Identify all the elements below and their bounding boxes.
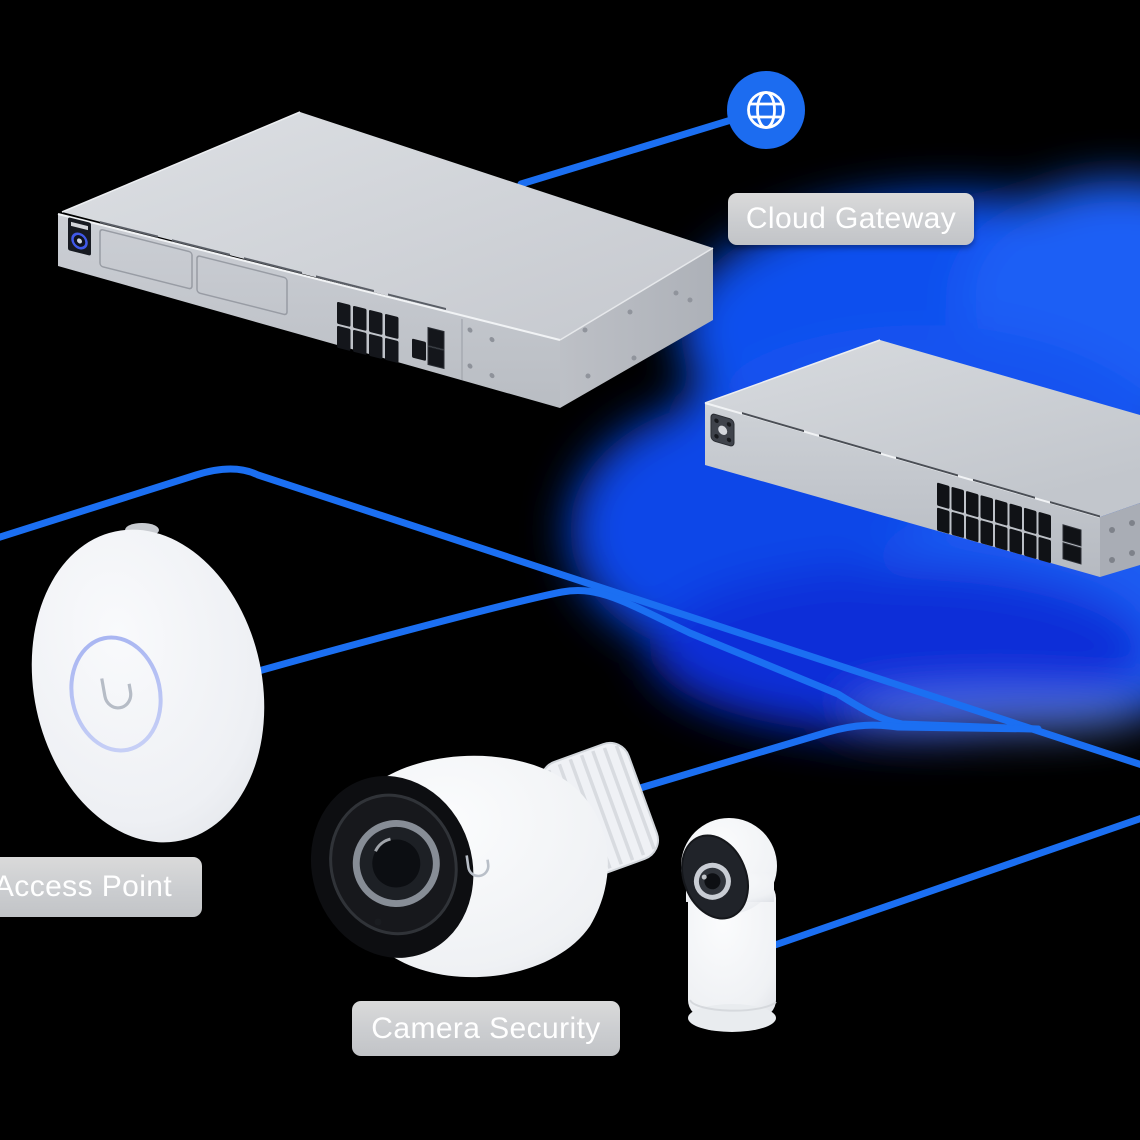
access-point-led-ring bbox=[69, 635, 163, 753]
cable-flex-camera-right-edge bbox=[768, 814, 1140, 950]
cable-left-to-right-edge bbox=[0, 465, 1140, 769]
cable-internet-gateway bbox=[517, 113, 745, 188]
switch-sfp-ports bbox=[1062, 524, 1082, 565]
cable-bullet-camera-switch bbox=[606, 721, 1042, 801]
cloud-gateway-label-text: Cloud Gateway bbox=[745, 202, 957, 235]
internet-globe-icon bbox=[727, 71, 805, 149]
flex-camera-device bbox=[681, 818, 777, 1032]
switch-side-screws bbox=[1109, 520, 1135, 563]
gateway-ethernet-ports bbox=[337, 301, 426, 363]
access-point-device bbox=[31, 523, 265, 843]
camera-security-label: Camera Security bbox=[352, 1001, 620, 1056]
ubiquiti-logo-icon bbox=[465, 855, 490, 878]
cloud-gateway-device bbox=[57, 111, 714, 408]
camera-security-label-text: Camera Security bbox=[371, 1011, 601, 1045]
cloud-gateway-label: Cloud Gateway bbox=[728, 193, 974, 245]
cables bbox=[0, 113, 1140, 950]
access-point-label: Access Point bbox=[0, 857, 202, 917]
bullet-camera-lens bbox=[310, 776, 474, 958]
switch-ethernet-ports bbox=[937, 482, 1051, 563]
ubiquiti-logo-icon bbox=[100, 675, 133, 710]
flex-camera-lens bbox=[681, 834, 749, 920]
access-point-label-text: Access Point bbox=[0, 870, 173, 903]
network-switch-device bbox=[704, 339, 1140, 577]
cable-access-point-switch bbox=[251, 586, 1042, 733]
gateway-sfp-ports bbox=[427, 326, 445, 370]
bullet-camera-device bbox=[310, 741, 659, 978]
gateway-side-screws bbox=[582, 290, 693, 379]
